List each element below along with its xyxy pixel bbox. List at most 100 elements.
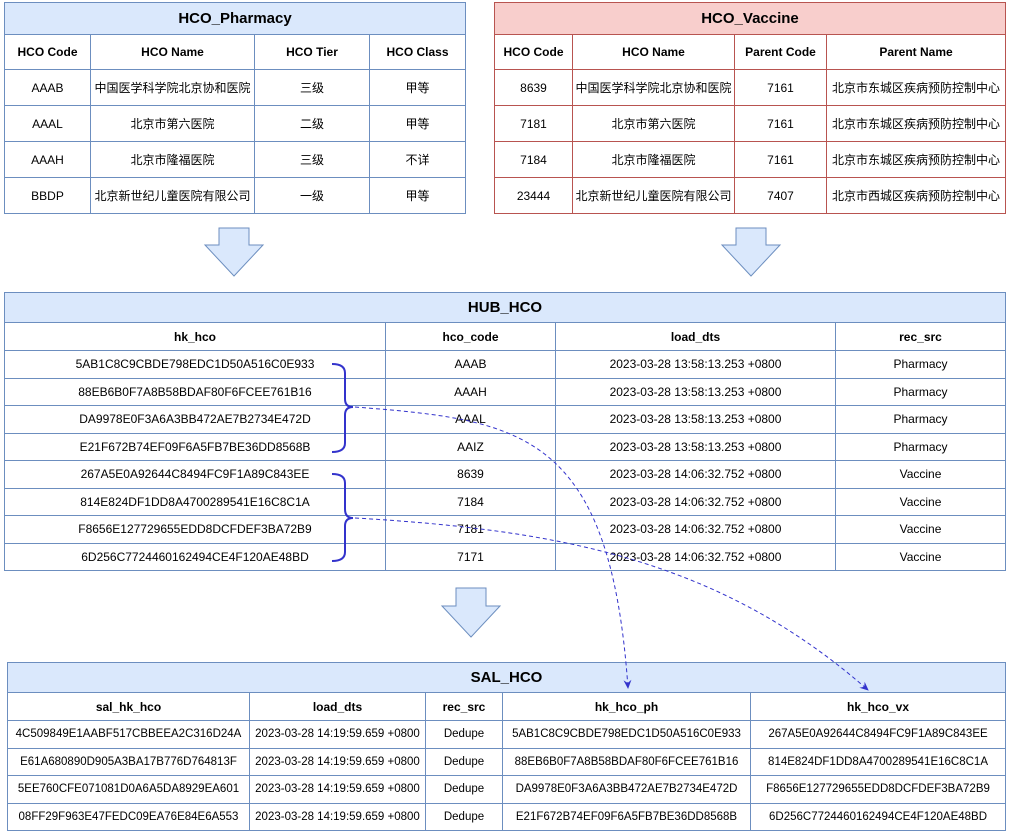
table-cell: 2023-03-28 14:06:32.752 +0800 — [555, 515, 836, 544]
table-cell: 三级 — [254, 69, 370, 106]
table-row: 88EB6B0F7A8B58BDAF80F6FCEE761B16 AAAH 20… — [4, 377, 1006, 406]
table-cell: 二级 — [254, 105, 370, 142]
table-cell: Vaccine — [835, 542, 1006, 571]
table-row: 7184 北京市隆福医院 7161 北京市东城区疾病预防控制中心 — [494, 141, 1006, 178]
hco-pharmacy-table: HCO_Pharmacy HCO Code HCO Name HCO Tier … — [3, 2, 467, 214]
table-cell: Dedupe — [425, 802, 503, 831]
table-row: 23444 北京新世纪儿童医院有限公司 7407 北京市西城区疾病预防控制中心 — [494, 177, 1006, 214]
table-cell: 7184 — [494, 141, 573, 178]
table-row: 4C509849E1AABF517CBBEEA2C316D24A 2023-03… — [7, 720, 1007, 749]
table-cell: 814E824DF1DD8A4700289541E16C8C1A — [4, 487, 386, 516]
hub-hco-title: HUB_HCO — [4, 292, 1006, 323]
column-header: rec_src — [425, 692, 503, 721]
table-cell: 一级 — [254, 177, 370, 214]
table-row: 8639 中国医学科学院北京协和医院 7161 北京市东城区疾病预防控制中心 — [494, 69, 1006, 106]
table-cell: 中国医学科学院北京协和医院 — [572, 69, 735, 106]
table-cell: AAAB — [385, 350, 556, 379]
table-cell: DA9978E0F3A6A3BB472AE7B2734E472D — [502, 775, 751, 804]
table-cell: 8639 — [494, 69, 573, 106]
table-row: 814E824DF1DD8A4700289541E16C8C1A 7184 20… — [4, 487, 1006, 516]
table-cell: 7181 — [494, 105, 573, 142]
table-cell: 23444 — [494, 177, 573, 214]
table-cell: 北京新世纪儿童医院有限公司 — [572, 177, 735, 214]
hub-hco-header-row: hk_hco hco_code load_dts rec_src — [4, 322, 1006, 351]
table-cell: 5AB1C8C9CBDE798EDC1D50A516C0E933 — [502, 720, 751, 749]
table-cell: 5AB1C8C9CBDE798EDC1D50A516C0E933 — [4, 350, 386, 379]
table-cell: 4C509849E1AABF517CBBEEA2C316D24A — [7, 720, 250, 749]
table-cell: 2023-03-28 14:19:59.659 +0800 — [249, 720, 426, 749]
table-cell: 北京市隆福医院 — [90, 141, 255, 178]
table-cell: Dedupe — [425, 775, 503, 804]
table-cell: 8639 — [385, 460, 556, 489]
hco-vaccine-title: HCO_Vaccine — [494, 2, 1006, 35]
table-cell: 北京市东城区疾病预防控制中心 — [826, 141, 1006, 178]
table-cell: 7407 — [734, 177, 827, 214]
hco-vaccine-header-row: HCO Code HCO Name Parent Code Parent Nam… — [494, 34, 1006, 70]
table-cell: 2023-03-28 14:06:32.752 +0800 — [555, 487, 836, 516]
table-row: BBDP 北京新世纪儿童医院有限公司 一级 甲等 — [4, 177, 467, 214]
table-row: 5EE760CFE071081D0A6A5DA8929EA601 2023-03… — [7, 775, 1007, 804]
column-header: HCO Code — [494, 34, 573, 70]
flow-arrow-down-icon — [203, 227, 265, 277]
table-cell: 三级 — [254, 141, 370, 178]
table-row: 7181 北京市第六医院 7161 北京市东城区疾病预防控制中心 — [494, 105, 1006, 142]
table-cell: 甲等 — [368, 177, 467, 214]
table-cell: 267A5E0A92644C8494FC9F1A89C843EE — [4, 460, 386, 489]
table-cell: 2023-03-28 14:19:59.659 +0800 — [249, 747, 426, 776]
table-cell: Dedupe — [425, 747, 503, 776]
table-cell: 甲等 — [368, 69, 467, 106]
sal-hco-header-row: sal_hk_hco load_dts rec_src hk_hco_ph hk… — [7, 692, 1007, 721]
table-cell: 7181 — [385, 515, 556, 544]
table-cell: 中国医学科学院北京协和医院 — [90, 69, 255, 106]
sal-hco-title: SAL_HCO — [6, 662, 1007, 693]
table-row: DA9978E0F3A6A3BB472AE7B2734E472D AAAL 20… — [4, 405, 1006, 434]
table-cell: Pharmacy — [835, 350, 1006, 379]
table-cell: F8656E127729655EDD8DCFDEF3BA72B9 — [4, 515, 386, 544]
table-cell: AAAB — [4, 69, 91, 106]
table-cell: 2023-03-28 13:58:13.253 +0800 — [555, 377, 836, 406]
table-cell: 88EB6B0F7A8B58BDAF80F6FCEE761B16 — [502, 747, 751, 776]
table-cell: E21F672B74EF09F6A5FB7BE36DD8568B — [502, 802, 751, 831]
table-cell: 2023-03-28 14:19:59.659 +0800 — [249, 775, 426, 804]
column-header: HCO Name — [572, 34, 735, 70]
table-cell: 2023-03-28 13:58:13.253 +0800 — [555, 405, 836, 434]
table-cell: AAAH — [385, 377, 556, 406]
table-row: F8656E127729655EDD8DCFDEF3BA72B9 7181 20… — [4, 515, 1006, 544]
table-cell: AAAL — [4, 105, 91, 142]
sal-hco-table: SAL_HCO sal_hk_hco load_dts rec_src hk_h… — [6, 662, 1007, 831]
flow-arrow-down-icon — [440, 587, 502, 638]
table-cell: 2023-03-28 14:19:59.659 +0800 — [249, 802, 426, 831]
table-cell: 6D256C7724460162494CE4F120AE48BD — [4, 542, 386, 571]
hco-vaccine-table: HCO_Vaccine HCO Code HCO Name Parent Cod… — [494, 2, 1006, 214]
column-header: load_dts — [555, 322, 836, 351]
column-header: HCO Class — [368, 34, 467, 70]
table-cell: 北京市东城区疾病预防控制中心 — [826, 69, 1006, 106]
table-cell: 7161 — [734, 105, 827, 142]
table-cell: 7161 — [734, 141, 827, 178]
table-cell: 7171 — [385, 542, 556, 571]
table-row: 267A5E0A92644C8494FC9F1A89C843EE 8639 20… — [4, 460, 1006, 489]
table-cell: DA9978E0F3A6A3BB472AE7B2734E472D — [4, 405, 386, 434]
table-cell: BBDP — [4, 177, 91, 214]
table-row: E21F672B74EF09F6A5FB7BE36DD8568B AAIZ 20… — [4, 432, 1006, 461]
table-cell: AAAH — [4, 141, 91, 178]
table-cell: 814E824DF1DD8A4700289541E16C8C1A — [749, 747, 1007, 776]
column-header: hk_hco_vx — [749, 692, 1007, 721]
column-header: hk_hco — [4, 322, 386, 351]
table-cell: Dedupe — [425, 720, 503, 749]
table-cell: 北京新世纪儿童医院有限公司 — [90, 177, 255, 214]
table-cell: Vaccine — [835, 487, 1006, 516]
table-row: AAAH 北京市隆福医院 三级 不详 — [4, 141, 467, 178]
table-row: AAAB 中国医学科学院北京协和医院 三级 甲等 — [4, 69, 467, 106]
hco-pharmacy-header-row: HCO Code HCO Name HCO Tier HCO Class — [4, 34, 467, 70]
table-cell: 甲等 — [368, 105, 467, 142]
table-cell: 北京市第六医院 — [90, 105, 255, 142]
column-header: HCO Tier — [254, 34, 370, 70]
column-header: load_dts — [249, 692, 426, 721]
table-cell: 2023-03-28 13:58:13.253 +0800 — [555, 350, 836, 379]
table-cell: 北京市东城区疾病预防控制中心 — [826, 105, 1006, 142]
table-cell: 7184 — [385, 487, 556, 516]
table-cell: F8656E127729655EDD8DCFDEF3BA72B9 — [749, 775, 1007, 804]
column-header: hco_code — [385, 322, 556, 351]
column-header: rec_src — [835, 322, 1006, 351]
